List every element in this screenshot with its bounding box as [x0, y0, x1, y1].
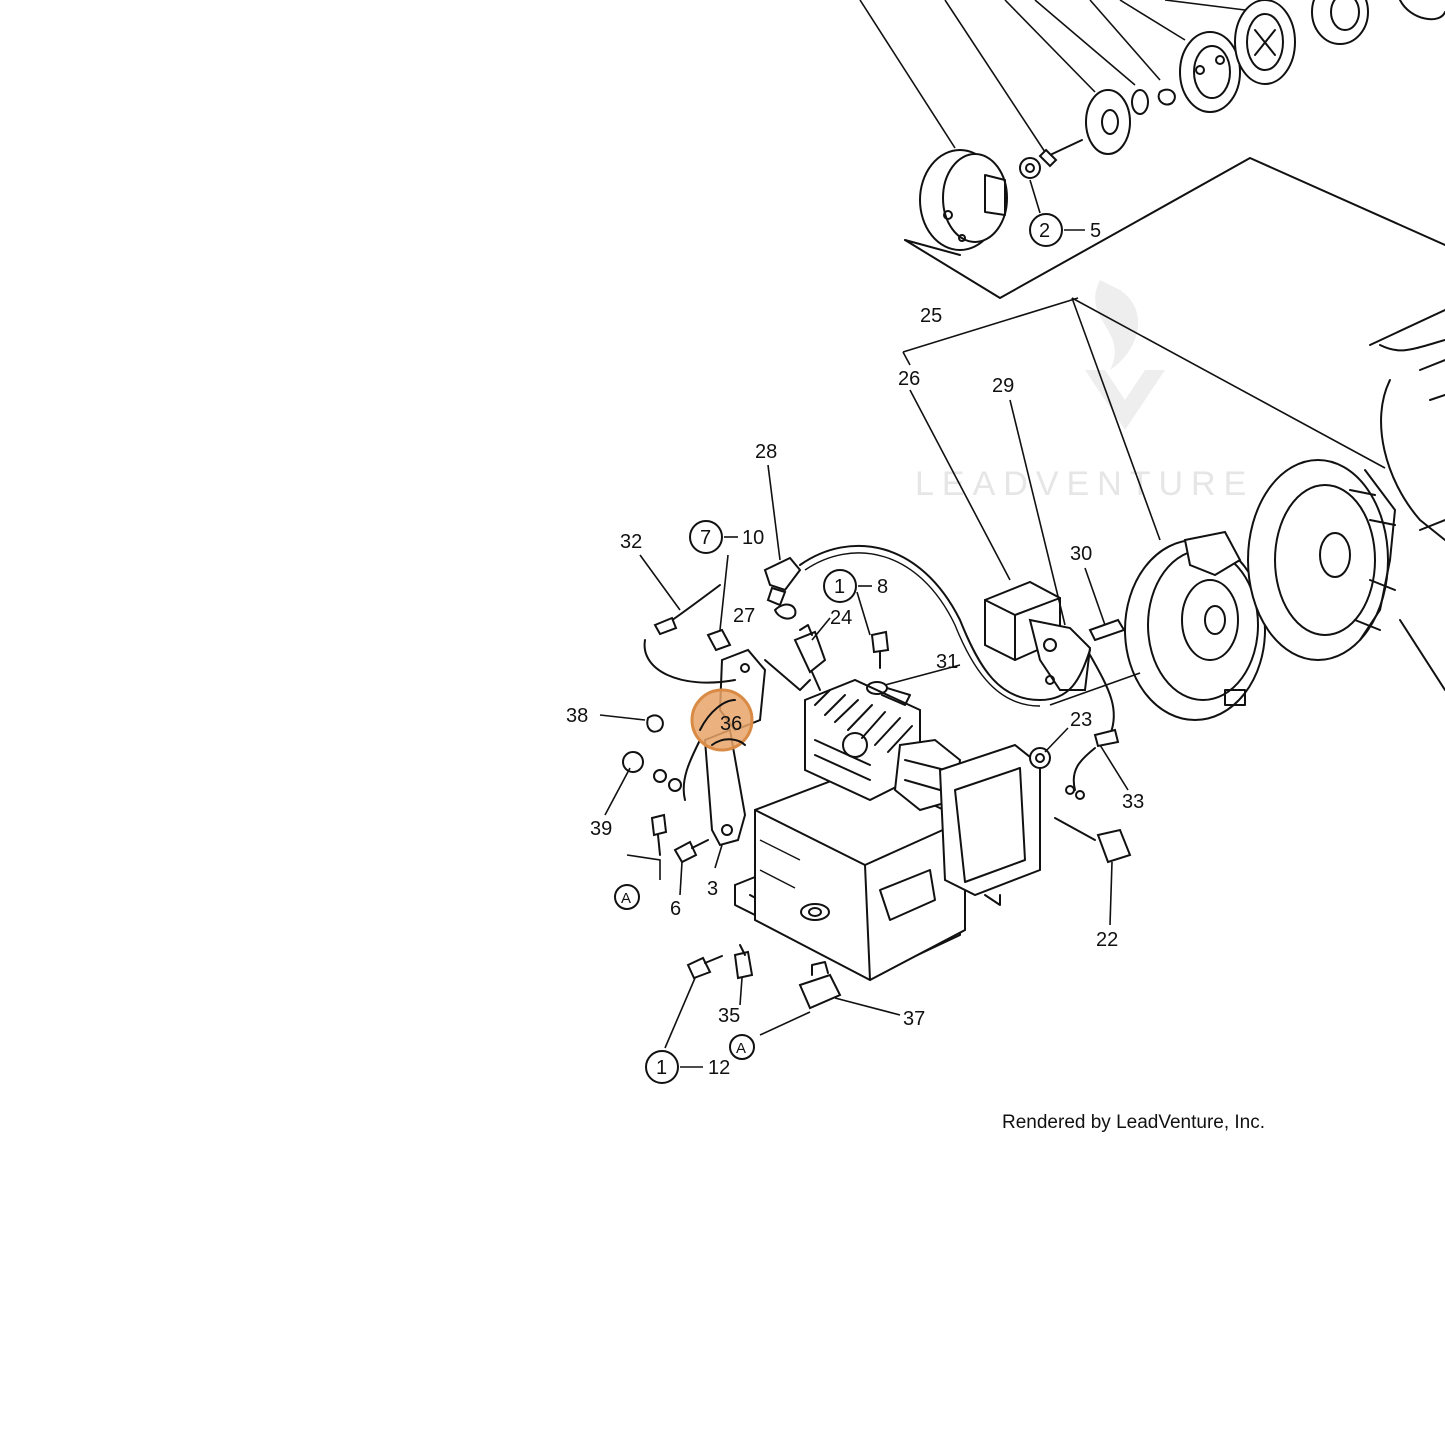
callout-6[interactable]: 6 [670, 898, 681, 920]
small-parts [622, 556, 1132, 1010]
callout-a2[interactable]: A [736, 1040, 746, 1057]
callout-32[interactable]: 32 [620, 531, 642, 553]
callout-10-circle-label[interactable]: 7 [700, 527, 711, 549]
callout-25[interactable]: 25 [920, 305, 942, 327]
callout-circle-a2 [729, 1034, 755, 1060]
callout-22[interactable]: 22 [1096, 929, 1118, 951]
recoil-starter-assembly: 2 5 [859, 0, 1445, 299]
callout-24[interactable]: 24 [830, 607, 852, 629]
callout-23[interactable]: 23 [1070, 709, 1092, 731]
callout-28[interactable]: 28 [755, 441, 777, 463]
callout-circle-5 [1029, 213, 1063, 247]
ignition-coil [799, 544, 1126, 800]
callout-26[interactable]: 26 [898, 368, 920, 390]
callout-37[interactable]: 37 [903, 1008, 925, 1030]
flywheel-assembly [1071, 297, 1445, 721]
engine-block [703, 648, 1041, 982]
callout-5-circle-label: 2 [1039, 220, 1050, 242]
callout-3[interactable]: 3 [707, 878, 718, 900]
callout-12-circle-label[interactable]: 1 [656, 1057, 667, 1079]
callout-8-circle-label[interactable]: 1 [834, 576, 845, 598]
callout-circle-a1 [614, 884, 640, 910]
callout-circle-12 [645, 1050, 679, 1084]
highlight-36[interactable] [690, 688, 754, 752]
leader-lines [599, 297, 1141, 1049]
rendered-by-footer: Rendered by LeadVenture, Inc. [1002, 1112, 1266, 1133]
callout-35[interactable]: 35 [718, 1005, 740, 1027]
callout-27[interactable]: 27 [733, 605, 755, 627]
callout-29[interactable]: 29 [992, 375, 1014, 397]
callout-31[interactable]: 31 [936, 651, 958, 673]
callout-38[interactable]: 38 [566, 705, 588, 727]
callout-5: 5 [1090, 220, 1101, 242]
watermark-text: LEADVENTURE [915, 465, 1254, 503]
callout-33[interactable]: 33 [1122, 791, 1144, 813]
callout-8[interactable]: 8 [877, 576, 888, 598]
callout-12[interactable]: 12 [708, 1057, 730, 1079]
leadventure-watermark: LEADVENTURE [915, 280, 1254, 503]
callout-circle-10 [689, 520, 723, 554]
callout-labels: 25 26 29 28 32 7 10 30 1 8 27 24 31 38 2… [566, 305, 1144, 1084]
callout-30[interactable]: 30 [1070, 543, 1092, 565]
callout-36[interactable]: 36 [720, 713, 742, 735]
callout-10[interactable]: 10 [742, 527, 764, 549]
callout-circle-8 [823, 569, 857, 603]
callout-a1[interactable]: A [621, 890, 631, 907]
callout-39[interactable]: 39 [590, 818, 612, 840]
